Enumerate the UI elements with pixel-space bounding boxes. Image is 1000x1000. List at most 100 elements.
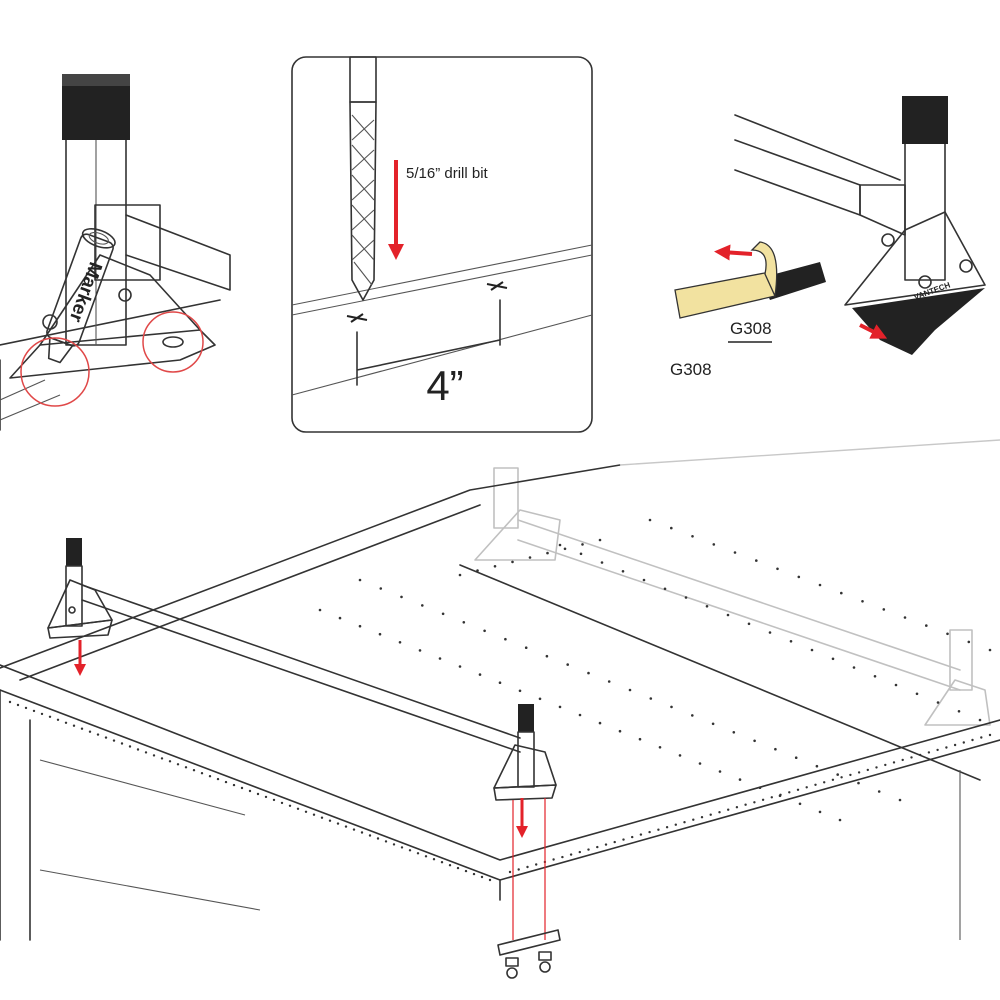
rivet-dot xyxy=(621,570,625,573)
rivet-dot xyxy=(840,776,843,779)
panel-drilling: 5/16” drill bit 4” xyxy=(291,56,593,433)
rivet-dot xyxy=(967,640,971,644)
rivet-dot xyxy=(877,790,881,793)
rivet-dot xyxy=(755,559,758,562)
roof-left-edge xyxy=(19,504,481,681)
rivet-dot xyxy=(248,789,252,793)
rivet-dot xyxy=(96,733,100,736)
rivet-dot xyxy=(144,751,148,754)
rivet-dot xyxy=(112,739,116,742)
rivet-dot xyxy=(776,567,779,571)
rivet-dot xyxy=(535,863,538,866)
rivet-dot xyxy=(642,578,646,582)
rivet-dot xyxy=(376,837,380,840)
rivet-dot xyxy=(400,846,404,849)
rivet-dot xyxy=(398,641,402,644)
rivet-dot xyxy=(778,794,782,798)
rivet-dot xyxy=(136,748,140,751)
rivet-dot xyxy=(971,738,974,742)
roof-lines xyxy=(0,379,61,421)
rivet-dot xyxy=(128,745,132,748)
rivet-dot xyxy=(919,753,922,757)
rivet-dot xyxy=(304,810,308,813)
panel-adhesive-pad: VANTECH G308 G308 xyxy=(670,96,986,379)
rivet-dot xyxy=(288,804,292,807)
rivet-dot xyxy=(578,713,582,717)
rivet-dot xyxy=(400,595,403,599)
rivet-dot xyxy=(441,612,445,616)
rivet-dot xyxy=(558,543,562,547)
up-right-arrow-icon xyxy=(859,323,888,339)
rivet-dot xyxy=(953,743,957,747)
rivet-dot xyxy=(718,811,721,814)
rivet-dot xyxy=(432,858,436,861)
rivet-dot xyxy=(747,622,751,626)
rivet-dot xyxy=(16,703,20,707)
rivet-dot xyxy=(638,737,642,741)
rivet-dot xyxy=(663,587,667,591)
rivet-dot xyxy=(511,560,514,564)
rivet-dot xyxy=(789,640,793,643)
rivet-dot xyxy=(927,751,931,754)
rivet-dot xyxy=(988,733,992,737)
cross-bar-detail xyxy=(734,139,861,216)
rivet-dot xyxy=(384,840,388,843)
rivet-dot xyxy=(678,754,682,757)
rivet-dot xyxy=(566,663,569,666)
rivet-dot xyxy=(478,673,482,676)
rivet-dot xyxy=(448,864,452,867)
rivet-dot xyxy=(598,721,602,725)
peel-tab xyxy=(750,241,778,299)
rivet-dot xyxy=(901,758,904,762)
cross-bar xyxy=(125,214,231,291)
rivet-dot xyxy=(884,763,887,767)
roof-back-edge xyxy=(0,464,621,669)
rivet-dot xyxy=(569,853,573,856)
drill-bit-label: 5/16” drill bit xyxy=(406,165,489,182)
nut xyxy=(505,957,519,967)
rivet-dot xyxy=(882,608,886,611)
rivet-dot xyxy=(32,709,36,713)
rivet-dot xyxy=(936,701,940,704)
rivet-dot xyxy=(598,538,602,542)
rivet-dot xyxy=(424,855,428,858)
rivet-dot xyxy=(280,801,284,805)
part-tag: G308 xyxy=(730,319,772,338)
rivet-dot xyxy=(480,875,484,879)
bar-collar xyxy=(94,204,161,281)
rivet-dot xyxy=(418,649,422,652)
rivet-dot xyxy=(805,786,808,789)
rivet-dot xyxy=(358,578,362,582)
rivet-dot xyxy=(788,791,791,794)
rivet-dot xyxy=(538,697,542,701)
rivet-dot xyxy=(774,747,777,751)
rivet-dot xyxy=(545,654,549,658)
rivet-dot xyxy=(378,632,382,636)
rivet-dot xyxy=(670,705,673,709)
rivet-dot xyxy=(818,583,822,587)
rivet-dot xyxy=(192,769,196,772)
tower-right xyxy=(493,704,557,801)
rivet-dot xyxy=(691,714,694,717)
rivet-dot xyxy=(318,608,322,612)
rivet-dot xyxy=(232,783,236,787)
rivet-dot xyxy=(658,746,662,749)
rivet-dot xyxy=(838,818,842,822)
rivet-dot xyxy=(8,700,12,704)
rivet-dot xyxy=(794,756,798,759)
rivet-dot xyxy=(408,849,412,852)
mark-x-icon xyxy=(346,313,368,323)
rivet-dot xyxy=(440,861,444,864)
rivet-dot xyxy=(852,666,856,669)
panel-marking-holes: Marker xyxy=(0,74,231,431)
rivet-dot xyxy=(840,591,843,595)
rivet-dot xyxy=(421,604,424,607)
part-name: G308 xyxy=(670,360,712,379)
rivet-dot xyxy=(733,551,737,554)
rivet-dot xyxy=(184,766,188,769)
rivet-dot xyxy=(648,830,651,834)
rivet-dot xyxy=(168,760,172,763)
rivet-dot xyxy=(216,777,220,781)
gusset xyxy=(39,254,201,346)
rivet-dot xyxy=(957,710,961,713)
